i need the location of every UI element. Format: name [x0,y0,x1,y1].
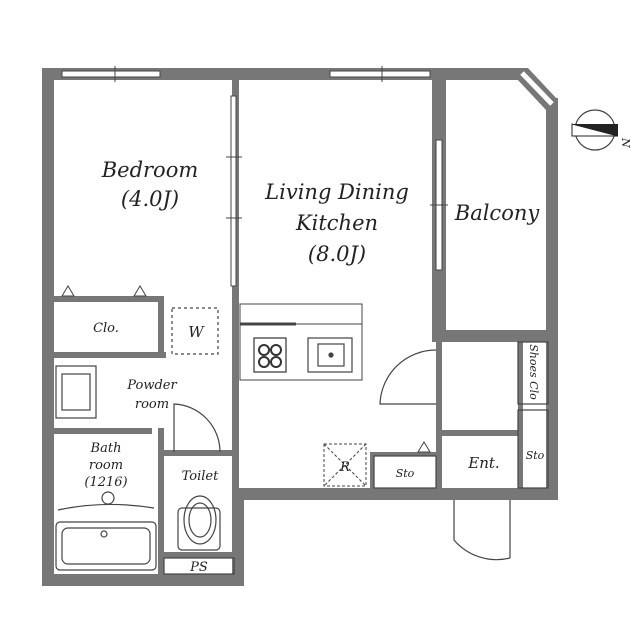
closet-label: Clo. [93,321,119,336]
balcony-label: Balcony [454,201,541,225]
bath-label-line2: room [89,458,123,473]
doors [173,349,511,561]
bedroom-size: (4.0J) [121,187,179,211]
fridge-space [323,443,367,487]
powder-room-label-line1: Powder [126,378,177,393]
windows [61,66,554,271]
ldk-size: (8.0J) [308,242,366,266]
closet-markers [61,285,431,453]
powder-room-label-line2: room [135,397,169,412]
washer-space [171,307,219,355]
fridge-label: R [339,460,350,475]
washer-label: W [188,323,205,341]
bedroom-label: Bedroom [101,158,199,182]
kitchen-counter [239,303,363,381]
ps-label: PS [189,560,208,575]
bath-size: (1216) [84,475,127,490]
sink-icon [307,337,353,373]
exterior-walls [42,68,558,586]
stove-icon [253,337,287,373]
compass-label: N [619,137,632,148]
entrance-storage-label: Sto [526,449,545,462]
toilet-label: Toilet [182,469,219,484]
vanity-icon [55,365,97,419]
kitchen-storage-label: Sto [396,467,415,480]
shoes-closet-label: Shoes Clo [527,344,540,400]
compass-icon [571,109,619,151]
toilet-icon [177,495,221,551]
bath-label-line1: Bath [90,441,122,456]
bedroom-sliding-door [226,95,242,287]
ldk-label-line1: Living Dining [264,180,409,204]
entrance-label: Ent. [467,454,499,472]
storage-boxes [163,341,549,575]
ldk-label-line2: Kitchen [295,211,378,235]
bathtub-icon [55,491,157,571]
